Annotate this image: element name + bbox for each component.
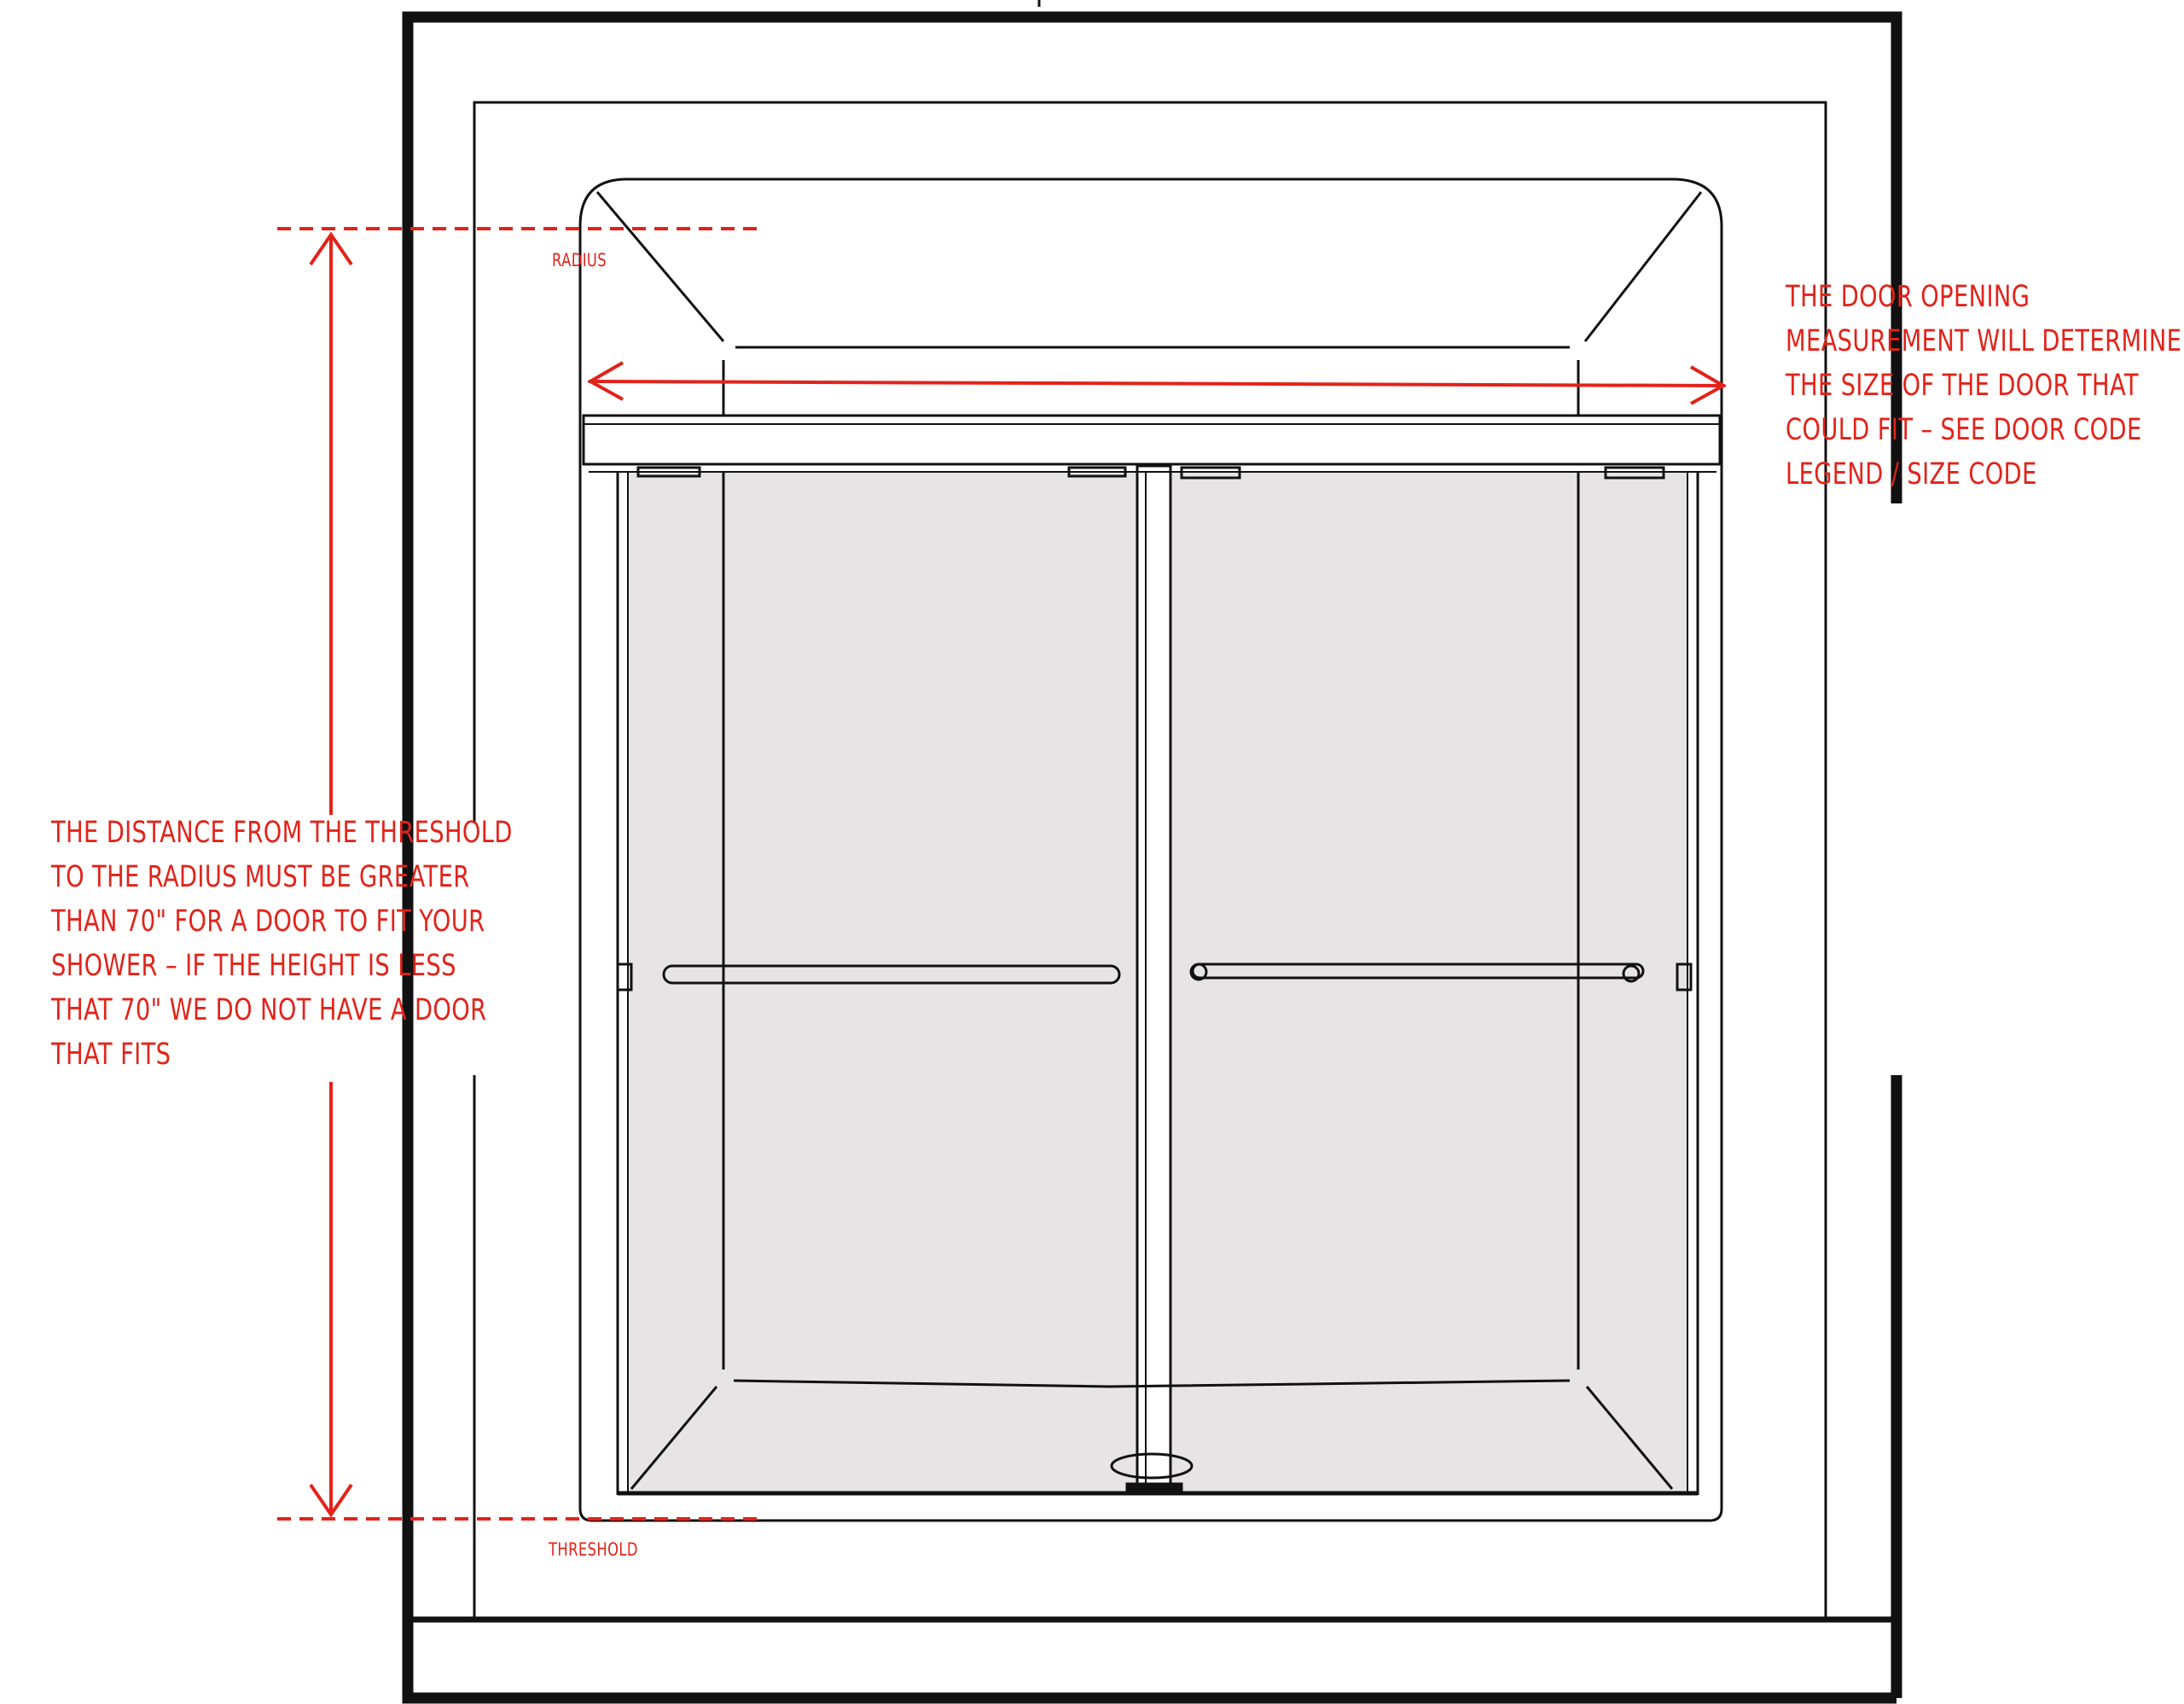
header-rail: [582, 414, 1722, 466]
arrow-left-icon: [586, 361, 624, 401]
door-opening-note: THE DOOR OPENING MEASUREMENT WILL DETERM…: [1786, 275, 2181, 497]
note-line: COULD FIT – SEE DOOR CODE: [1786, 413, 2142, 447]
note-line: THE DOOR OPENING: [1786, 280, 2030, 314]
outer-wall: [402, 11, 1902, 1075]
note-line: TO THE RADIUS MUST BE GREATER: [51, 860, 470, 894]
arrow-right-icon: [1689, 365, 1728, 405]
inner-wall: [473, 101, 1827, 823]
note-line: SHOWER – IF THE HEIGHT IS LESS: [51, 949, 456, 983]
wall-frame: [402, 11, 1902, 1704]
annotations: [277, 227, 1728, 1521]
note-line: THAT FITS: [51, 1038, 171, 1072]
note-line: THAN 70" FOR A DOOR TO FIT YOUR: [51, 904, 485, 939]
glass-panel-right: [1170, 472, 1687, 1492]
door-frame: [582, 414, 1722, 1496]
radius-label: RADIUS: [552, 250, 607, 270]
note-line: THAT 70" WE DO NOT HAVE A DOOR: [51, 993, 487, 1027]
threshold-label: THRESHOLD: [549, 1539, 638, 1560]
outer-wall-lower-left: [402, 1075, 1896, 1704]
note-line: THE SIZE OF THE DOOR THAT: [1786, 369, 2139, 403]
towel-bar-right: [1191, 962, 1645, 980]
width-dimension-line: [588, 380, 1726, 387]
note-line: THE DISTANCE FROM THE THRESHOLD: [51, 816, 513, 850]
note-line: MEASUREMENT WILL DETERMINE: [1786, 324, 2182, 358]
note-line: LEGEND / SIZE CODE: [1786, 457, 2037, 491]
arrow-down-icon: [309, 1483, 353, 1518]
towel-bar-left: [662, 964, 1121, 985]
height-requirement-note: THE DISTANCE FROM THE THRESHOLD TO THE R…: [51, 811, 513, 1077]
shower-enclosure: [578, 177, 1723, 1522]
arrow-up-icon: [309, 231, 353, 266]
enclosure-outline: [578, 177, 1723, 1522]
drain: [1110, 1452, 1194, 1480]
